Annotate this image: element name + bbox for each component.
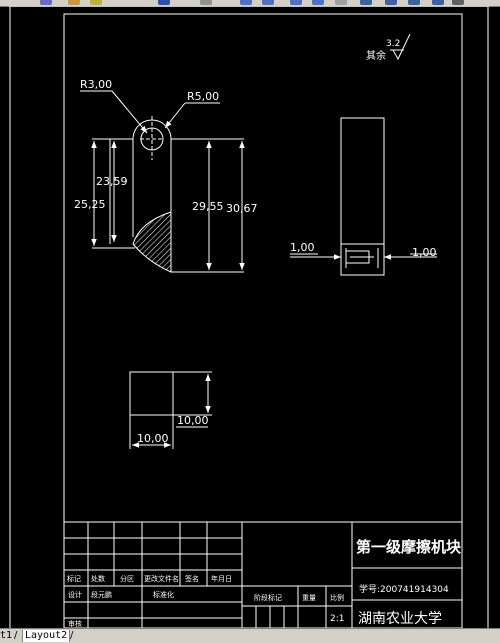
- toolbar-button-15[interactable]: [452, 0, 464, 5]
- toolbar-button-8[interactable]: [290, 0, 302, 5]
- roughness-value: 3.2: [386, 39, 400, 49]
- roughness-prefix: 其余: [366, 49, 386, 62]
- scale-value: 2:1: [330, 614, 344, 624]
- student-id: 学号:200741914304: [359, 583, 449, 595]
- layout-tabs: t1 / Layout2 /: [0, 628, 500, 643]
- tab-separator-icon-2: /: [70, 630, 74, 641]
- dim-side-right: 1,00: [412, 246, 437, 259]
- toolbar-button-4[interactable]: [158, 0, 170, 5]
- side-view: [290, 117, 437, 276]
- label-qianming: 签名: [185, 574, 199, 583]
- dim-25: 25,25: [74, 198, 106, 211]
- toolbar-button-5[interactable]: [200, 0, 212, 5]
- toolbar-button-13[interactable]: [408, 0, 420, 5]
- label-sheji: 设计: [68, 590, 82, 599]
- designer-name: 段元鹏: [91, 590, 112, 599]
- toolbar-button-7[interactable]: [262, 0, 274, 5]
- dim-square-h: 10,00: [177, 414, 209, 427]
- label-biaoji: 标记: [67, 574, 81, 583]
- tab-layout2[interactable]: Layout2: [22, 630, 71, 642]
- dim-r3: R3,00: [80, 78, 112, 91]
- label-zhongliang: 重量: [302, 594, 316, 602]
- label-shenhe: 审核: [68, 619, 82, 628]
- tab-layout1[interactable]: t1: [0, 630, 13, 641]
- label-jieduan: 阶段标记: [254, 593, 282, 602]
- label-bili: 比例: [330, 593, 344, 602]
- roughness-symbol: 其余 3.2: [366, 33, 411, 62]
- title-block: [64, 521, 462, 628]
- toolbar-button-1[interactable]: [40, 0, 52, 5]
- front-view: [80, 90, 245, 273]
- toolbar-button-14[interactable]: [432, 0, 444, 5]
- label-biaozhunhua: 标准化: [153, 590, 174, 599]
- toolbar-button-12[interactable]: [385, 0, 397, 5]
- label-nianyueri: 年月日: [211, 574, 232, 583]
- title-text: 第一级摩擦机块: [356, 538, 462, 556]
- sheet-frame: [63, 13, 463, 628]
- hatch-section: [132, 211, 172, 273]
- dim-30: 30,67: [226, 202, 258, 215]
- drawing-canvas[interactable]: 其余 3.2 R3,00 R5,00 23,59 25,25 29,55 30,…: [0, 6, 500, 628]
- toolbar-button-3[interactable]: [90, 0, 102, 5]
- toolbar-button-9[interactable]: [312, 0, 324, 5]
- dim-side-left: 1,00: [290, 241, 315, 254]
- toolbar-button-2[interactable]: [68, 0, 80, 5]
- label-fenqu: 分区: [120, 574, 134, 583]
- toolbar-button-6[interactable]: [240, 0, 252, 5]
- toolbar-button-10[interactable]: [335, 0, 347, 5]
- dim-23: 23,59: [96, 175, 128, 188]
- dim-square-w: 10,00: [137, 432, 169, 445]
- square-view: [129, 371, 212, 449]
- label-chushu: 处数: [91, 574, 105, 583]
- tab-separator-icon: /: [14, 630, 18, 641]
- toolbar-button-11[interactable]: [360, 0, 372, 5]
- school-name: 湖南农业大学: [358, 611, 442, 627]
- label-genggai: 更改文件名: [144, 574, 179, 583]
- dim-r5: R5,00: [187, 90, 219, 103]
- dim-29: 29,55: [192, 200, 224, 213]
